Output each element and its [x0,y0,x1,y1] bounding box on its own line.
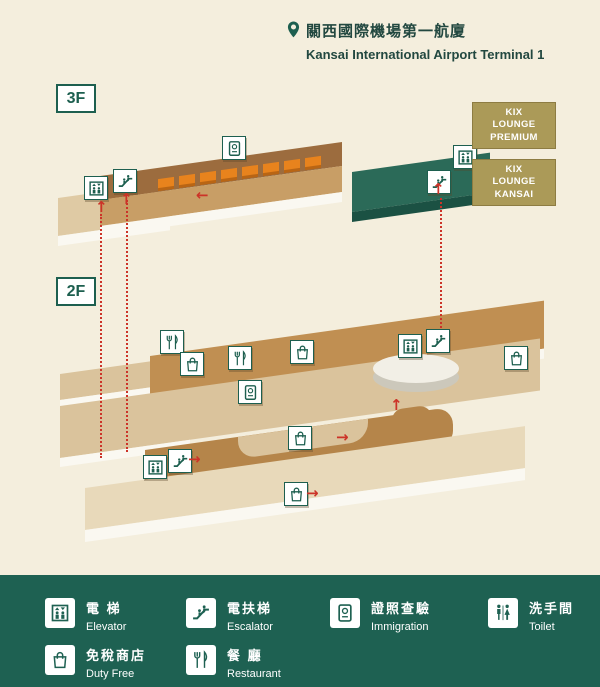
legend-label-en: Toilet [529,621,555,633]
legend-item-escalator: 電扶梯 Escalator [186,598,273,633]
elevator-icon [45,598,75,628]
immigration-booth [221,167,237,180]
escalator-icon [426,329,450,353]
legend-label-zh: 洗手間 [529,601,575,616]
legend-label-zh: 證照查驗 [371,601,432,616]
title-english: Kansai International Airport Terminal 1 [306,47,545,62]
legend-item-immigration: 證照查驗 Immigration [330,598,431,633]
immigration-booth [200,170,216,183]
escalator-icon [427,170,451,194]
legend-label-en: Immigration [371,621,429,633]
restaurant-icon [160,330,184,354]
legend-label-zh: 電 梯 [86,601,122,616]
direction-arrow: ↑ [432,180,445,198]
direction-arrow: → [336,428,349,446]
legend-label-en: Restaurant [227,668,281,680]
legend-item-toilet: 洗手間 Toilet [488,598,574,633]
legend-label-zh: 電扶梯 [227,601,273,616]
direction-arrow: ← [196,186,209,204]
legend-item-duty-free: 免稅商店 Duty Free [45,645,146,680]
floor-label-3f: 3F [56,84,96,113]
duty-free-icon [290,340,314,364]
immigration-icon [222,136,246,160]
legend-footer: 電 梯 Elevator 電扶梯 Escalator 證照查驗 Immigration… [0,575,600,687]
route-dotted-line [440,198,442,336]
immigration-booth [263,161,279,174]
map-title-block: 關西國際機場第一航廈 Kansai International Airport … [287,20,544,62]
immigration-icon [330,598,360,628]
escalator-icon [186,598,216,628]
floor-label-2f: 2F [56,277,96,306]
restaurant-icon [228,346,252,370]
duty-free-icon [45,645,75,675]
duty-free-icon [284,482,308,506]
kix-lounge-kansai-label: KIX LOUNGE KANSAI [472,159,556,206]
direction-arrow: ↑ [390,396,403,414]
immigration-booth [305,155,321,168]
legend-item-restaurant: 餐 廳 Restaurant [186,645,281,680]
escalator-icon [113,169,137,193]
elevator-icon [398,334,422,358]
direction-arrow: → [306,484,319,502]
legend-label-en: Elevator [86,621,127,633]
duty-free-icon [180,352,204,376]
kix-lounge-premium-label: KIX LOUNGE PREMIUM [472,102,556,149]
immigration-booth [158,176,174,189]
duty-free-icon [288,426,312,450]
elevator-icon [143,455,167,479]
immigration-icon [238,380,262,404]
legend-label-zh: 餐 廳 [227,648,263,663]
duty-free-icon [504,346,528,370]
title-chinese: 關西國際機場第一航廈 [306,23,467,40]
immigration-booth [242,164,258,177]
route-dotted-line [126,200,128,452]
route-dotted-line [100,214,102,458]
legend-label-zh: 免稅商店 [86,648,147,663]
direction-arrow: → [188,450,201,468]
legend-label-en: Escalator [227,621,273,633]
dome-roof [373,354,459,383]
direction-arrow: ↑ [120,190,133,208]
direction-arrow: ↑ [95,198,108,216]
legend-label-en: Duty Free [86,668,135,680]
toilet-icon [488,598,518,628]
immigration-booth [284,158,300,171]
location-pin-icon [287,21,300,43]
immigration-booth [179,173,195,186]
escalator-icon [168,449,192,473]
elevator-icon [84,176,108,200]
restaurant-icon [186,645,216,675]
legend-item-elevator: 電 梯 Elevator [45,598,126,633]
